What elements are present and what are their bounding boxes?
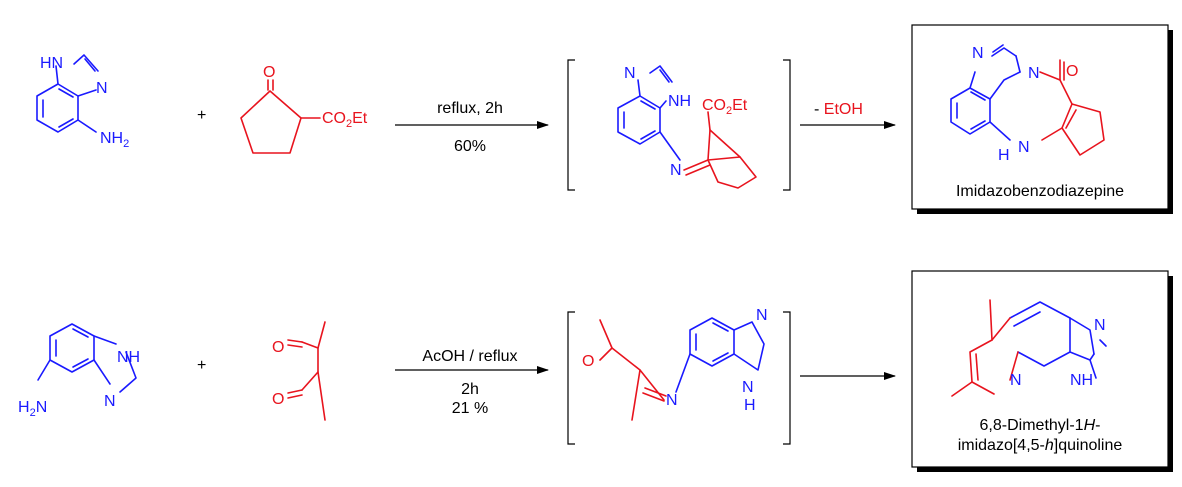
atom-label-o: O	[272, 391, 284, 408]
product-name-2-line2: imidazo[4,5-h]quinoline	[958, 437, 1123, 454]
elimination-label: - EtOH	[814, 101, 863, 118]
plus-sign-2: +	[197, 357, 206, 374]
reactant-aminobenzimidazole-1: HN N NH2	[36, 54, 129, 150]
intermediate-imine-1: N NH N CO2Et	[617, 65, 757, 189]
atom-label-h: H	[744, 397, 756, 414]
reactant-acetylacetone: O O	[272, 321, 326, 421]
atom-label-nh: NH	[117, 349, 140, 366]
product-dimethylimidazoquinoline: N N NH	[951, 299, 1107, 397]
atom-label-n: N	[104, 393, 116, 410]
atom-label-nh2: NH2	[100, 130, 129, 150]
intermediate-bracket-1	[567, 59, 791, 191]
reactant-ethyl-oxocyclopentanecarboxylate: O CO2Et	[240, 64, 368, 154]
reaction-time-2: 2h	[461, 381, 479, 398]
atom-label-n-imine: N	[666, 392, 678, 409]
atom-label-n: N	[1094, 317, 1106, 334]
atom-label-hn: HN	[40, 55, 63, 72]
atom-label-n: N	[624, 65, 636, 82]
atom-label-o: O	[263, 64, 275, 81]
reaction-yield-2: 21 %	[452, 400, 488, 417]
product-name-1: Imidazobenzodiazepine	[956, 183, 1124, 200]
reaction-conditions-1: reflux, 2h	[437, 100, 503, 117]
plus-sign-1: +	[197, 107, 206, 124]
atom-label-n: N	[972, 45, 984, 62]
atom-label-h: H	[998, 147, 1010, 164]
reactant-aminobenzimidazole-2: NH N H2N	[18, 323, 140, 419]
atom-label-o: O	[272, 339, 284, 356]
atom-label-n: N	[756, 307, 768, 324]
atom-label-co2et: CO2Et	[322, 110, 368, 130]
atom-label-n: N	[96, 80, 108, 97]
atom-label-nh: N	[742, 379, 754, 396]
reaction-conditions-2: AcOH / reflux	[422, 348, 517, 365]
intermediate-bracket-2	[567, 311, 791, 445]
product-imidazobenzodiazepine: N N N H O	[950, 44, 1105, 164]
atom-label-nh: NH	[1070, 372, 1093, 389]
atom-label-o: O	[1066, 63, 1078, 80]
atom-label-h2n: H2N	[18, 399, 47, 419]
atom-label-nh: NH	[668, 93, 691, 110]
product-box-2	[911, 270, 1169, 468]
reaction-yield-1: 60%	[454, 138, 486, 155]
atom-label-n-bridge: N	[1028, 65, 1040, 82]
atom-label-nh: N	[1018, 139, 1030, 156]
atom-label-n-imine: N	[670, 162, 682, 179]
intermediate-imine-2: O N N N H	[582, 307, 768, 421]
atom-label-n-quinoline: N	[1010, 372, 1022, 389]
atom-label-co2et: CO2Et	[702, 97, 748, 117]
product-box-1	[911, 24, 1169, 210]
product-name-2-line1: 6,8-Dimethyl-1H-	[980, 417, 1101, 434]
atom-label-o: O	[582, 353, 594, 370]
